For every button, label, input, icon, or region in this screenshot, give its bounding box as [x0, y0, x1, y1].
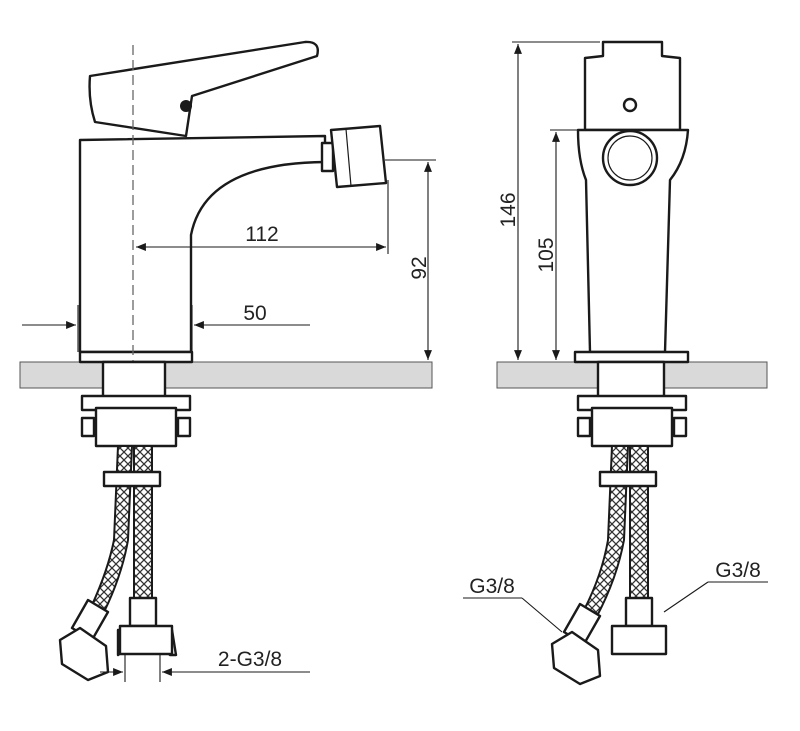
dim-total-height: 146	[497, 192, 520, 227]
dim-body-height: 105	[535, 237, 558, 272]
lever-handle-front	[583, 40, 682, 132]
hose-right	[133, 445, 153, 601]
faucet-body	[78, 134, 327, 354]
shank	[101, 360, 167, 400]
side-view: 112 92 50 2-G3/8	[22, 40, 436, 682]
mounting-nut	[94, 406, 178, 448]
base-plate-front	[573, 350, 690, 364]
handle-hole	[622, 97, 638, 113]
front-view: 146 105 G3/8 G3/8	[463, 40, 768, 686]
dim-body-width: 50	[243, 302, 266, 325]
handle-dot	[180, 100, 192, 112]
lever-handle	[88, 40, 319, 138]
aerator-connector	[320, 141, 335, 173]
hose-right-front	[629, 445, 649, 601]
dim-connection-front: 2-G3/8	[218, 648, 282, 671]
dim-spout-height: 92	[408, 256, 431, 279]
label-connection-left: G3/8	[469, 575, 515, 598]
spout-aerator-front	[601, 129, 659, 187]
dim-spout-reach: 112	[245, 223, 278, 246]
label-connection-right: G3/8	[715, 559, 761, 582]
base-plate	[78, 350, 194, 364]
aerator	[329, 124, 388, 189]
hose-clip	[102, 470, 162, 488]
countertop-side	[19, 361, 433, 389]
